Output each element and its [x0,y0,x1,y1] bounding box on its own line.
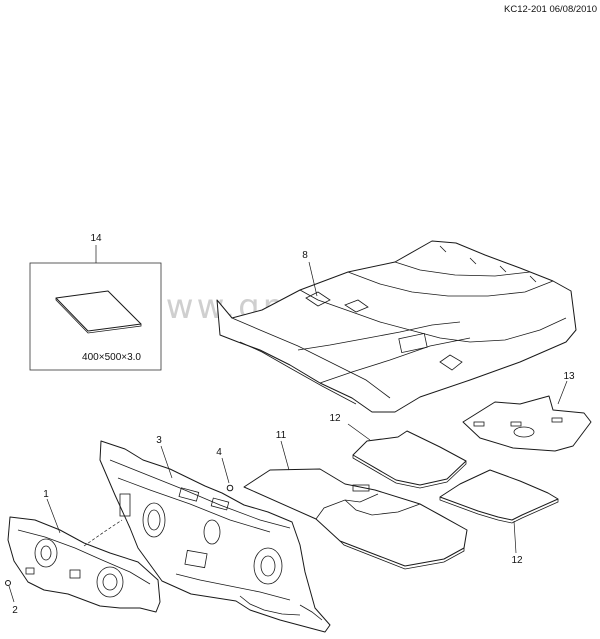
carpet-clip-2 [344,299,369,313]
rear-mat-slot-3 [551,417,563,423]
callout-12-upper[interactable]: 12 [329,413,341,424]
dash-insulator-crease [117,477,271,533]
inset-dimensions: 400×500×3.0 [82,352,141,363]
leader-2 [8,585,15,603]
floor-mat-12-upper: 12 [329,413,467,489]
callout-1[interactable]: 1 [43,489,49,500]
dash-insulator-foot-2 [299,604,323,621]
clip-2-head [5,580,11,586]
diagram-code: KC12-201 06/08/2010 [504,4,597,15]
leader-12-lower [513,520,517,554]
floor-mat-12-lower: 12 [439,469,559,566]
inset-panel-14: 400×500×3.0 14 [29,233,162,371]
rear-mat-slot-2 [510,421,522,427]
dash-insulator-hole-2 [203,519,221,545]
clip-2: 2 [5,580,18,616]
leader-12-upper [347,423,371,441]
dash-pad-hole-2 [96,566,124,598]
floor-carpet-8: 8 [216,240,577,413]
leader-3 [160,445,173,479]
leader-1 [46,498,61,534]
callout-13[interactable]: 13 [563,371,575,382]
floor-insulator-11: 11 [243,430,468,570]
dash-pad-cutout-1 [69,569,81,579]
dash-insulator-foot-1 [239,595,301,616]
carpet-clip-3 [439,354,463,371]
carpet-tunnel-edge [297,321,461,351]
leader-13 [557,380,568,405]
callout-12-lower[interactable]: 12 [511,555,523,566]
leader-8 [308,261,318,297]
fastener-4: 4 [216,447,234,492]
dash-insulator-3: 3 [99,435,331,633]
callout-11[interactable]: 11 [276,430,287,441]
sound-pad-edge [55,298,142,334]
dash-insulator-cutout-3 [119,493,131,517]
leader-4 [221,457,230,484]
dash-insulator-lower-crease [175,573,291,601]
carpet-clip-1 [305,291,331,307]
rear-mat-hole [513,426,535,438]
carpet-lower-lip [239,341,357,405]
dash-pad-alignment-line [83,519,123,547]
rear-mat-slot-1 [473,421,485,427]
dash-insulator-hole-1 [142,502,166,538]
dash-insulator-cutout-2 [210,497,230,511]
dash-insulator-hole-3-inner [260,555,276,577]
dash-pad-cutout-2 [25,567,35,575]
callout-3[interactable]: 3 [156,435,162,446]
mat-lower-outline [439,469,559,521]
dash-insulator-hole-1-inner [147,509,161,531]
insulator-slot [352,484,370,492]
dash-pad-1: 1 [7,489,161,613]
carpet-rear-tabs [439,245,537,283]
dash-insulator-cutout-1 [178,487,200,502]
carpet-tunnel-left [299,289,567,343]
dash-pad-hole-2-inner [102,573,118,591]
carpet-shift-cutout [398,332,428,354]
leader-11 [280,440,290,471]
dash-pad-hole-1-inner [40,545,52,561]
dash-insulator-cutout-4 [184,549,208,569]
insulator-tunnel-2 [344,499,421,516]
dash-pad-crease [17,529,151,585]
insulator-thickness [339,540,465,570]
carpet-rear-crease [347,271,554,297]
callout-8[interactable]: 8 [302,250,308,261]
fastener-4-head [226,484,234,492]
dash-insulator-hole-3 [253,547,283,585]
carpet-rear-step [394,261,531,277]
callout-2[interactable]: 2 [12,605,18,616]
carpet-front-fold [231,317,391,399]
mat-upper-outline [352,430,467,486]
rear-mat-13: 13 [462,371,592,452]
rear-mat-outline [462,395,592,452]
insulator-outline [243,468,468,567]
callout-4[interactable]: 4 [216,447,222,458]
callout-14[interactable]: 14 [90,233,102,244]
carpet-tunnel-edge-2 [319,337,471,384]
dash-insulator-outline [99,440,331,633]
mat-upper-thickness [352,455,467,489]
mat-lower-thickness [439,497,559,524]
dash-insulator-upper-edge [109,459,291,529]
dash-pad-hole-1 [34,538,58,568]
